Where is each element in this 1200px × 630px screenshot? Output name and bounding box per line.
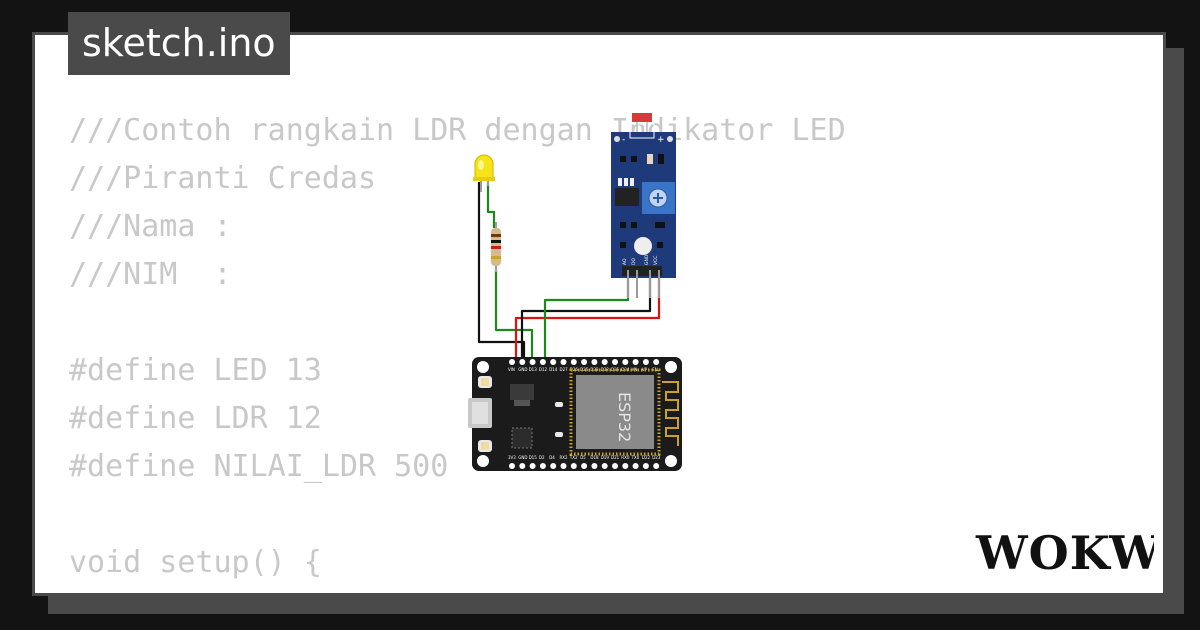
pin-label: D23 [652, 455, 661, 460]
sensor-pin-label: AO [622, 258, 628, 265]
pin-label: GND [518, 367, 527, 372]
pin-label: D14 [549, 367, 558, 372]
pin-d21 [612, 463, 618, 469]
pin-label: D33 [590, 367, 599, 372]
pin-d19 [601, 463, 608, 469]
pin-label: D35 [611, 367, 620, 372]
code-line-11: pinMode(LED, OUTPUT); [69, 587, 846, 593]
pin-label: D26 [570, 367, 579, 372]
pin-d2 [539, 463, 546, 469]
pin-rx2 [560, 463, 567, 469]
pin-d27 [560, 359, 567, 365]
pin-d23 [653, 463, 660, 469]
sensor-pin-label: DO [631, 258, 637, 265]
sensor-minus-label: - [622, 135, 625, 145]
pin-label: VIN [508, 367, 515, 372]
pin-label: 3V3 [508, 455, 516, 460]
pin-label: TX2 [569, 455, 578, 460]
pin-gnd [519, 463, 526, 469]
pin-label: D4 [549, 455, 555, 460]
pin-label: D27 [560, 367, 569, 372]
pin-d35 [612, 359, 618, 365]
esp32-label: ESP32 [615, 392, 634, 442]
code-line-10: void setup() { [69, 545, 322, 580]
wire-sensor-do [543, 270, 630, 360]
preview-card: ///Contoh rangkain LDR dengan Indikator … [32, 32, 1166, 596]
pin-label: D21 [611, 455, 620, 460]
pin-label: GND [518, 455, 527, 460]
pin-gnd [519, 359, 526, 365]
code-line-3: ///Nama : [69, 209, 232, 244]
pin-label: D2 [539, 455, 545, 460]
pin-d25 [581, 359, 588, 365]
pin-label: D19 [601, 455, 610, 460]
pin-d12 [539, 359, 546, 365]
code-line-8: #define NILAI_LDR 500 [69, 449, 449, 484]
pin-label: RX2 [560, 455, 569, 460]
pin-label: RX0 [621, 455, 630, 460]
pin-label: EN [652, 367, 658, 372]
sensor-pin-label: GND [644, 254, 650, 265]
pin-vin [509, 359, 515, 365]
wire-resistor-to-d13 [494, 268, 534, 360]
pin-rx0 [622, 463, 629, 469]
code-line-1: ///Contoh rangkain LDR dengan Indikator … [69, 113, 846, 148]
code-line-7: #define LDR 12 [69, 401, 322, 436]
pin-vn [632, 359, 639, 365]
pin-3v3 [509, 463, 515, 469]
pin-label: D13 [529, 367, 538, 372]
code-line-4: ///NIM : [69, 257, 232, 292]
pin-label: D25 [580, 367, 589, 372]
code-preview: ///Contoh rangkain LDR dengan Indikator … [69, 107, 846, 593]
pin-label: D5 [580, 455, 586, 460]
wire-led-anode [486, 180, 496, 228]
pin-d15 [529, 463, 536, 469]
pin-label: D32 [601, 367, 610, 372]
pin-d4 [550, 463, 557, 469]
pin-label: D15 [529, 455, 538, 460]
sensor-pin-label: VCC [653, 256, 659, 265]
pin-d26 [570, 359, 577, 365]
code-line-2: ///Piranti Credas [69, 161, 377, 196]
pin-d32 [601, 359, 608, 365]
code-line-6: #define LED 13 [69, 353, 322, 388]
sketch-filename: sketch.ino [68, 12, 290, 75]
pin-label: D12 [539, 367, 548, 372]
pin-label: D34 [621, 367, 630, 372]
code-line-9 [69, 491, 846, 539]
wire-led-cathode-gnd [477, 182, 526, 360]
pin-label: D18 [590, 455, 599, 460]
pin-d18 [591, 463, 598, 469]
sensor-plus-label: + [657, 135, 665, 145]
wire-sensor-gnd [520, 270, 652, 358]
pin-d22 [642, 463, 649, 469]
led-component [473, 154, 495, 192]
pin-d13 [529, 359, 536, 365]
pin-label: TX0 [631, 455, 640, 460]
pin-d34 [622, 359, 629, 365]
pin-tx2 [570, 463, 577, 469]
pin-d33 [591, 359, 598, 365]
pin-d14 [550, 359, 557, 365]
pin-label: D22 [642, 455, 651, 460]
pin-d5 [581, 463, 588, 469]
pin-en [653, 359, 660, 365]
wokwi-logo: WOKWi [975, 526, 1154, 580]
pin-tx0 [632, 463, 639, 469]
resistor-component [491, 222, 501, 272]
pin-vp [642, 359, 649, 365]
wokwi-wordmark: WOKWi [975, 526, 1154, 580]
